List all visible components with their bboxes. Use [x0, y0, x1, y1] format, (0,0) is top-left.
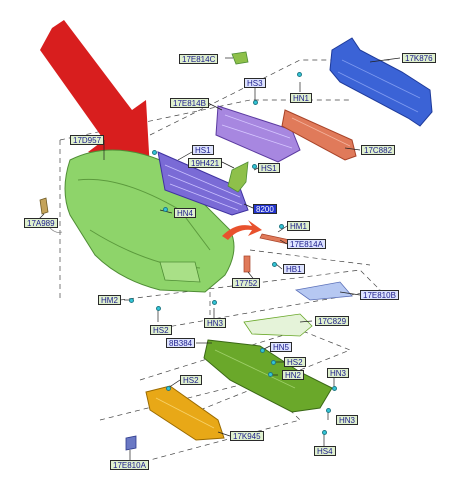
label-17d957: 17D957	[70, 135, 105, 145]
label-17k945: 17K945	[230, 431, 264, 441]
fastener-hn4	[163, 207, 168, 212]
label-17e814b: 17E814B	[170, 98, 209, 108]
label-hn1: HN1	[290, 93, 313, 103]
clip-17e814c	[231, 51, 249, 65]
fastener-hs3	[253, 100, 258, 105]
label-17e814a: 17E814A	[287, 239, 326, 249]
sensor-17a989	[39, 197, 49, 215]
sensor-bracket	[49, 227, 63, 233]
label-19h421: 19H421	[188, 158, 223, 168]
label-hn5: HN5	[270, 342, 293, 352]
bracket-17752	[243, 255, 251, 273]
label-hs1-b: HS1	[258, 163, 280, 173]
label-17e814c: 17E814C	[179, 54, 219, 64]
label-hs4: HS4	[314, 446, 336, 456]
bracket-19h421	[227, 161, 249, 193]
label-hn3-c: HN3	[336, 415, 359, 425]
label-17c882: 17C882	[361, 145, 396, 155]
fastener-hm1	[279, 224, 284, 229]
direction-arrow-icon	[222, 220, 262, 240]
grille-upper-bracket	[215, 105, 301, 163]
label-hm2: HM2	[98, 295, 121, 305]
label-17a989: 17A989	[24, 218, 58, 228]
label-17752: 17752	[232, 278, 261, 288]
label-hn4: HN4	[174, 208, 197, 218]
label-hn2: HN2	[282, 370, 305, 380]
fastener-hm2	[129, 298, 134, 303]
fastener-hs1-a	[152, 150, 157, 155]
leader-lines	[35, 57, 401, 460]
fastener-hs2-a	[156, 306, 161, 311]
label-hn3-a: HN3	[204, 318, 227, 328]
fastener-hs2-c	[166, 386, 171, 391]
fastener-hn3-c	[326, 408, 331, 413]
bracket-17e810a	[125, 435, 137, 451]
fastener-hn5	[260, 348, 265, 353]
fastener-hs4	[322, 430, 327, 435]
fastener-hb1	[272, 262, 277, 267]
label-hn3-b: HN3	[327, 368, 350, 378]
fastener-hs2-b	[271, 360, 276, 365]
front-grille	[157, 151, 249, 216]
label-17e810a: 17E810A	[110, 460, 149, 470]
lower-grille-17c829	[243, 313, 313, 337]
label-17k876: 17K876	[402, 53, 436, 63]
fastener-hn3-b	[332, 386, 337, 391]
bracket-17e810b	[294, 281, 353, 301]
bumper-reinforcement	[329, 37, 433, 127]
fastener-hn2	[268, 372, 273, 377]
label-8b384: 8B384	[166, 338, 196, 348]
fastener-hn1	[297, 72, 302, 77]
energy-absorber	[281, 109, 357, 161]
label-hs2-b: HS2	[284, 357, 306, 367]
fastener-hs1-b	[252, 164, 257, 169]
bumper-cover	[64, 149, 235, 293]
label-17e810b: 17E810B	[360, 290, 399, 300]
red-arrow-icon	[40, 20, 150, 170]
label-hs2-a: HS2	[150, 325, 172, 335]
label-17c829: 17C829	[315, 316, 350, 326]
label-hs1-a: HS1	[192, 145, 214, 155]
skid-plate-17k945	[145, 385, 225, 441]
bracket-17e814a	[259, 233, 291, 245]
fastener-hn3-a	[212, 300, 217, 305]
label-8200-highlighted: 8200	[253, 204, 277, 214]
label-hb1: HB1	[283, 264, 305, 274]
label-hm1: HM1	[287, 221, 310, 231]
label-hs3: HS3	[244, 78, 266, 88]
label-hs2-c: HS2	[180, 375, 202, 385]
